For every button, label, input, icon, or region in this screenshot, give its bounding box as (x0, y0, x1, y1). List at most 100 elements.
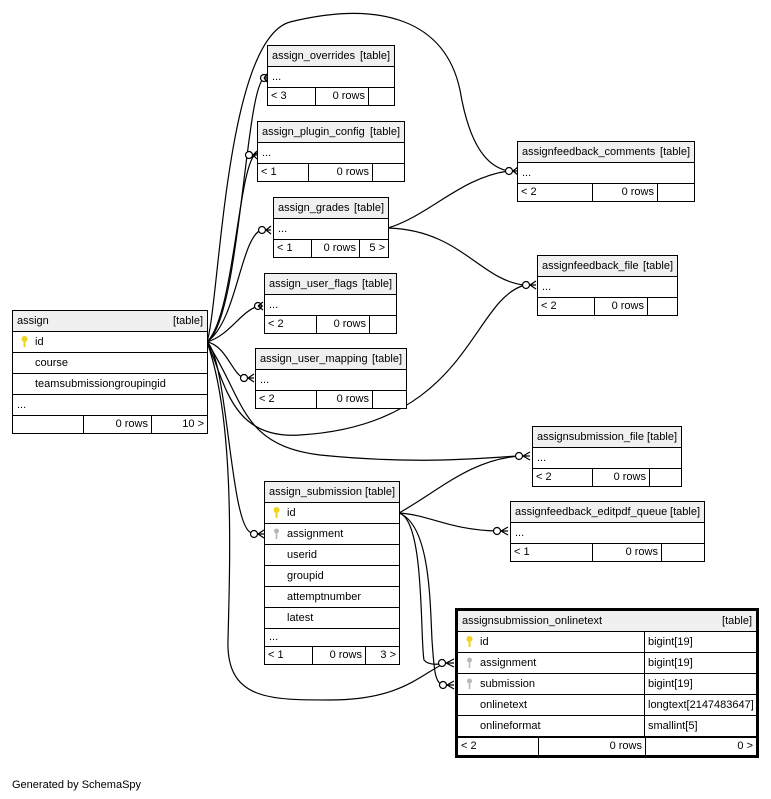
primary-key-icon (462, 636, 476, 648)
column-row[interactable]: attemptnumber (265, 587, 399, 608)
edge-assign-submission (206, 341, 253, 534)
table-name[interactable]: assignsubmission_onlinetext (462, 615, 603, 627)
more-columns: ... (518, 163, 694, 184)
edge-end-circle (249, 529, 259, 539)
foreign-key-icon (269, 528, 283, 540)
column-name: teamsubmissiongroupingid (35, 378, 166, 390)
table-name[interactable]: assign_plugin_config (262, 126, 365, 138)
more-columns: ... (268, 67, 394, 88)
column-row[interactable]: id bigint[19] (458, 632, 756, 653)
edge-end-circle (239, 373, 249, 383)
table-assign[interactable]: assign [table] id course teamsubmissiongr… (12, 310, 208, 434)
edge-assign-feedback-comments (206, 12, 510, 343)
column-row[interactable]: userid (265, 545, 399, 566)
edge-end-circle (521, 280, 531, 290)
table-name[interactable]: assignfeedback_file (542, 260, 639, 272)
table-assignsubmission-onlinetext[interactable]: assignsubmission_onlinetext [table] id big… (455, 608, 759, 758)
column-name: latest (287, 612, 314, 624)
column-type: bigint[19] (644, 653, 756, 673)
table-tag: [table] (643, 260, 673, 272)
edge-submission-editpdf (398, 512, 498, 532)
column-name: id (35, 336, 44, 348)
column-row[interactable]: assignment (265, 524, 399, 545)
edge-grades-feedback-comments (387, 170, 509, 229)
edge-assign-plugin-config (206, 152, 258, 343)
column-name: id (480, 636, 489, 648)
table-name[interactable]: assignfeedback_editpdf_queue (515, 506, 668, 518)
column-name: onlinetext (480, 699, 528, 711)
column-row[interactable]: id (13, 332, 207, 353)
edge-end-circle (438, 680, 448, 690)
column-row[interactable]: onlineformat smallint[5] (458, 716, 756, 737)
table-tag: [table] (354, 202, 384, 214)
more-columns: ... (274, 219, 388, 240)
column-name: assignment (287, 528, 344, 540)
column-row[interactable]: latest (265, 608, 399, 629)
table-assignfeedback-editpdf-queue[interactable]: assignfeedback_editpdf_queue[table] ... … (510, 501, 705, 562)
column-type: bigint[19] (644, 632, 756, 652)
table-tag: [table] (365, 486, 395, 498)
column-row[interactable]: teamsubmissiongroupingid (13, 374, 207, 395)
edge-submission-onlinetext-2 (398, 512, 446, 665)
column-type: smallint[5] (644, 716, 756, 736)
edge-end-circle (437, 658, 447, 668)
column-row[interactable]: groupid (265, 566, 399, 587)
column-name: id (287, 507, 296, 519)
edge-end-circle (257, 225, 267, 235)
more-columns: ... (256, 370, 406, 391)
primary-key-icon (269, 507, 283, 519)
table-tag: [table] (647, 431, 677, 443)
edge-end-circle (504, 166, 514, 176)
table-tag: [table] (173, 315, 203, 327)
table-name[interactable]: assign_overrides (272, 50, 356, 62)
edge-assign-submission-file (206, 341, 520, 461)
column-name: userid (287, 549, 317, 561)
column-row[interactable]: course (13, 353, 207, 374)
table-tag: [table] (372, 353, 402, 365)
column-type: longtext[2147483647] (644, 695, 756, 715)
table-tag: [table] (722, 615, 752, 627)
table-name[interactable]: assign_user_mapping (260, 353, 368, 365)
more-columns: ... (265, 629, 399, 647)
table-name[interactable]: assignfeedback_comments (522, 146, 656, 158)
column-name: groupid (287, 570, 324, 582)
table-name[interactable]: assign_submission (269, 486, 362, 498)
column-row[interactable]: onlinetext longtext[2147483647] (458, 695, 756, 716)
table-name[interactable]: assign_grades (278, 202, 350, 214)
table-tag: [table] (670, 506, 700, 518)
edge-assign-user-mapping (206, 341, 243, 378)
more-columns: ... (533, 448, 681, 469)
edge-assign-onlinetext (206, 341, 446, 701)
table-name[interactable]: assignsubmission_file (537, 431, 644, 443)
more-columns: ... (258, 143, 404, 164)
column-name: onlineformat (480, 720, 541, 732)
edge-assign-grades (206, 228, 264, 343)
table-name[interactable]: assign_user_flags (269, 278, 358, 290)
table-name[interactable]: assign (17, 315, 49, 327)
edge-end-circle (514, 451, 524, 461)
column-type: bigint[19] (644, 674, 756, 694)
edge-assign-feedback-file (206, 284, 526, 436)
generator-credit: Generated by SchemaSpy (12, 779, 142, 791)
more-columns: ... (511, 523, 704, 544)
table-assign-submission[interactable]: assign_submission[table] id assignment u… (264, 481, 400, 665)
column-row[interactable]: id (265, 503, 399, 524)
more-columns: ... (265, 295, 396, 316)
